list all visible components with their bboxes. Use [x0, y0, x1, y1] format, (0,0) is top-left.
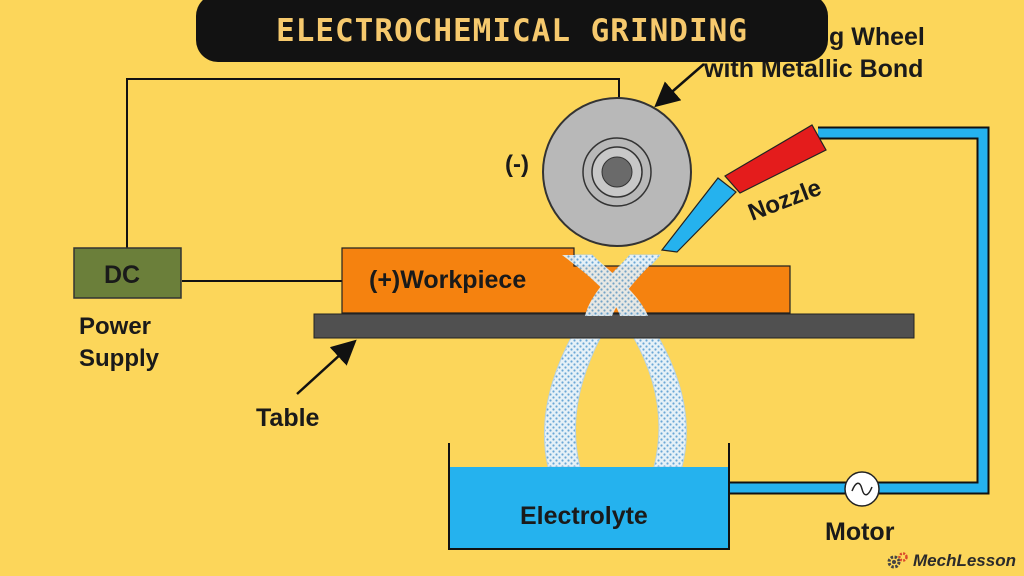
motor-symbol-icon	[844, 471, 880, 507]
title-banner: ELECTROCHEMICAL GRINDING	[196, 0, 828, 62]
negative-terminal-label: (-)	[505, 151, 529, 178]
wire-dc-to-wheel	[126, 78, 620, 248]
power-supply-label-line2: Supply	[79, 345, 160, 372]
electrolyte-stream-overlap	[562, 255, 660, 316]
grinding-wheel	[542, 97, 692, 247]
motor-label: Motor	[825, 518, 895, 546]
arrow-to-table	[296, 339, 357, 395]
electrolyte-label: Electrolyte	[520, 502, 648, 530]
nozzle	[660, 124, 827, 253]
dc-label: DC	[104, 261, 140, 289]
watermark: MechLesson	[886, 550, 1016, 572]
workpiece-label: (+)Workpiece	[369, 266, 526, 294]
wheel-label-line1: g Wheel	[829, 23, 925, 51]
watermark-text: MechLesson	[913, 551, 1016, 570]
table-plate	[313, 313, 915, 339]
dc-power-box	[73, 247, 182, 299]
electrolyte-tank	[448, 443, 730, 550]
table-label: Table	[256, 404, 320, 432]
wheel-hub	[601, 156, 633, 188]
workpiece-block	[341, 247, 791, 314]
arrow-to-wheel	[654, 63, 705, 108]
gear-icon	[887, 552, 908, 569]
page-title: ELECTROCHEMICAL GRINDING	[276, 13, 748, 49]
power-supply-label-line1: Power	[79, 313, 151, 340]
